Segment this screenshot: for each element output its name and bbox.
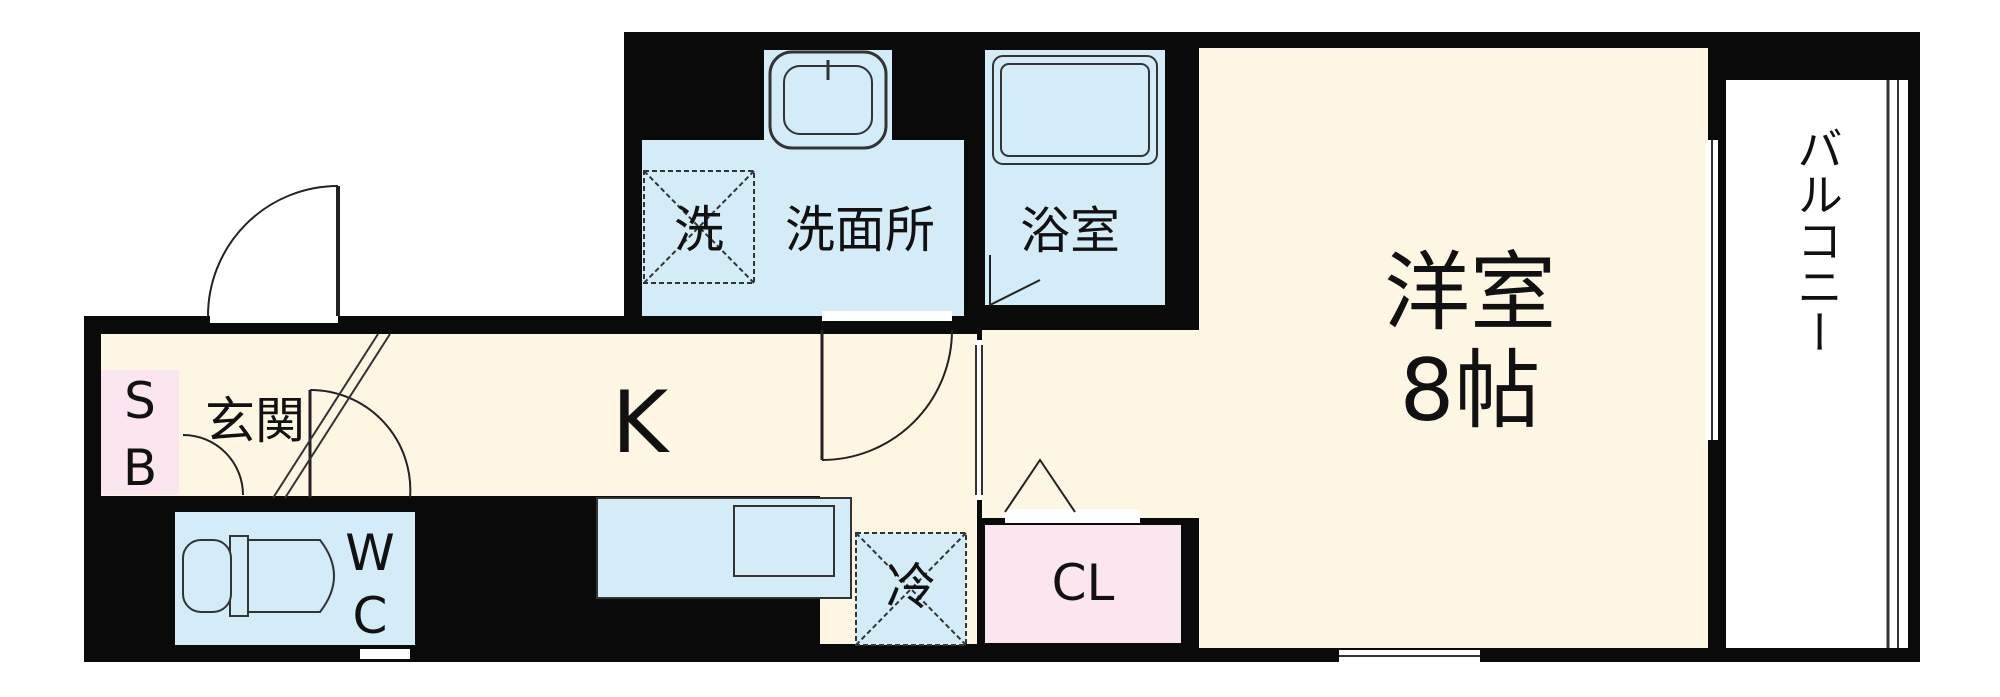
kitchen-counter <box>596 497 852 599</box>
western-room-floor-lower <box>982 330 1579 518</box>
closet-label: CL <box>1052 554 1115 612</box>
closet-floor <box>985 525 1181 643</box>
entrance-label: 玄関 <box>205 392 305 450</box>
washroom-label: 洗面所 <box>785 201 935 259</box>
labels: 洋室 8帖 K 洗面所 洗 浴室 玄関 S B W C 冷 CL バルコニー <box>123 125 1844 645</box>
shoebox-floor <box>101 370 179 495</box>
balcony-label: バルコニー <box>1790 125 1844 355</box>
western-room-size: 8帖 <box>1400 341 1541 441</box>
shoebox-label-line2: B <box>123 439 157 497</box>
kitchen-sink <box>733 505 835 577</box>
toilet-label-line2: C <box>353 587 388 645</box>
fridge-label: 冷 <box>886 558 936 616</box>
toilet-label-line1: W <box>345 524 394 582</box>
bathroom-label: 浴室 <box>1020 202 1120 260</box>
washer-label: 洗 <box>674 201 724 259</box>
bathtub <box>992 55 1158 165</box>
washbasin <box>768 50 888 150</box>
fixtures <box>182 50 1158 617</box>
shoebox-label-line1: S <box>124 372 156 430</box>
balcony-floor <box>1726 80 1908 648</box>
toilet-tank <box>229 535 249 617</box>
kitchen-label: K <box>612 373 671 473</box>
doors <box>182 140 1718 662</box>
toilet-bowl <box>247 539 335 613</box>
western-room-name: 洋室 <box>1384 243 1556 343</box>
floors <box>101 48 1908 648</box>
